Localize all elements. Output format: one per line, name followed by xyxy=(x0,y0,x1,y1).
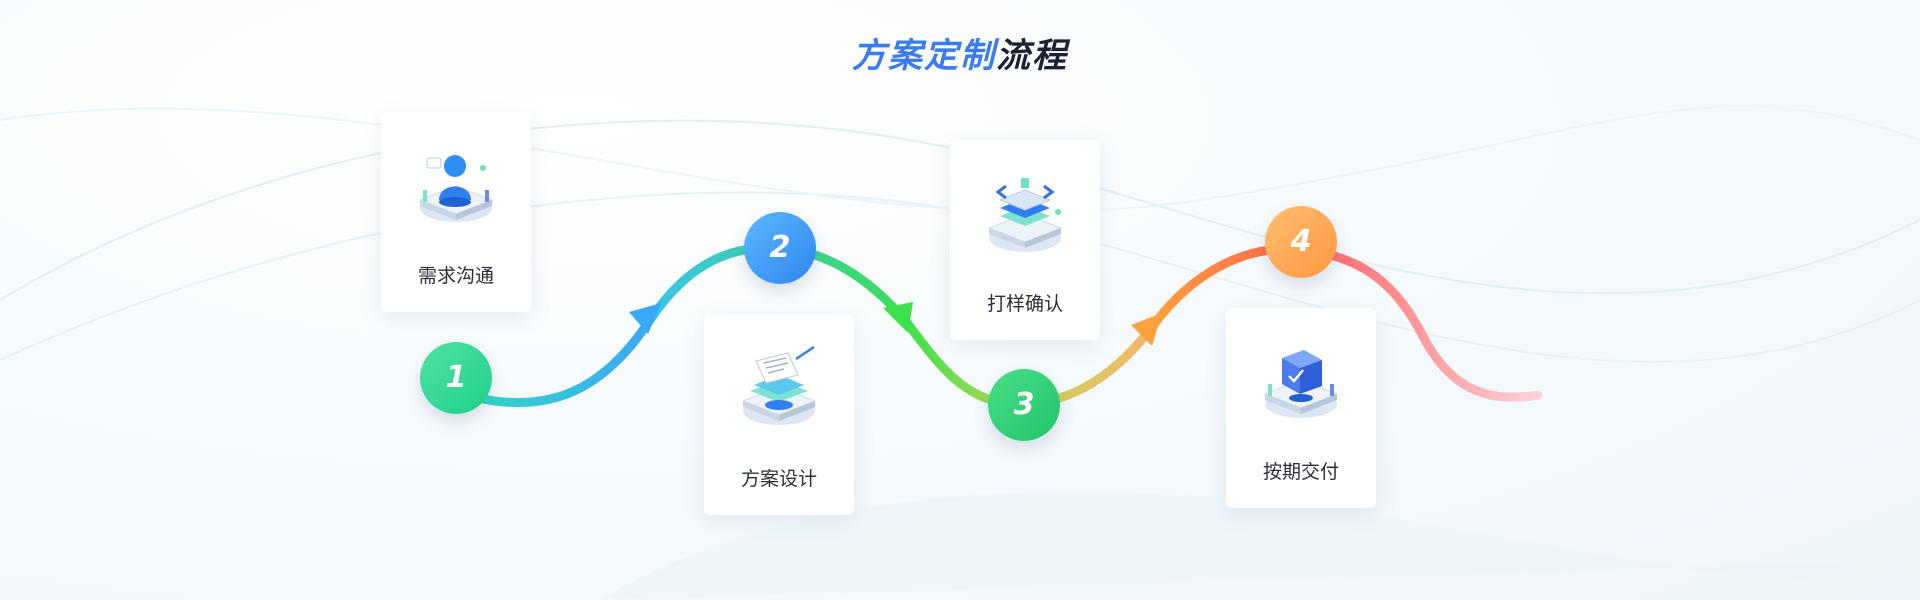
flow-arrow xyxy=(629,303,661,334)
step-card-4[interactable]: 按期交付 xyxy=(1226,308,1376,508)
flow-arrow xyxy=(1131,313,1162,346)
step-label-3: 打样确认 xyxy=(986,293,1063,315)
title-rest: 流程 xyxy=(996,36,1068,76)
server-prototype-icon xyxy=(987,178,1063,252)
step-badge-1: 1 xyxy=(420,342,492,414)
user-consult-icon xyxy=(418,155,494,222)
document-design-icon xyxy=(741,345,817,425)
step-label-4: 按期交付 xyxy=(1262,461,1339,483)
step-card-3[interactable]: 打样确认 xyxy=(950,140,1100,340)
step-card-2[interactable]: 方案设计 xyxy=(704,315,854,515)
step-badge-2: 2 xyxy=(744,212,816,284)
step-badge-4: 4 xyxy=(1265,206,1337,278)
package-delivery-icon xyxy=(1263,350,1339,418)
step-label-1: 需求沟通 xyxy=(417,265,494,287)
step-badge-3: 3 xyxy=(988,369,1060,441)
step-card-1[interactable]: 需求沟通 xyxy=(381,112,531,312)
step-label-2: 方案设计 xyxy=(740,468,817,490)
page-title: 方案定制流程 xyxy=(0,28,1920,77)
flow-arrow xyxy=(883,302,913,333)
title-accent: 方案定制 xyxy=(852,36,996,76)
